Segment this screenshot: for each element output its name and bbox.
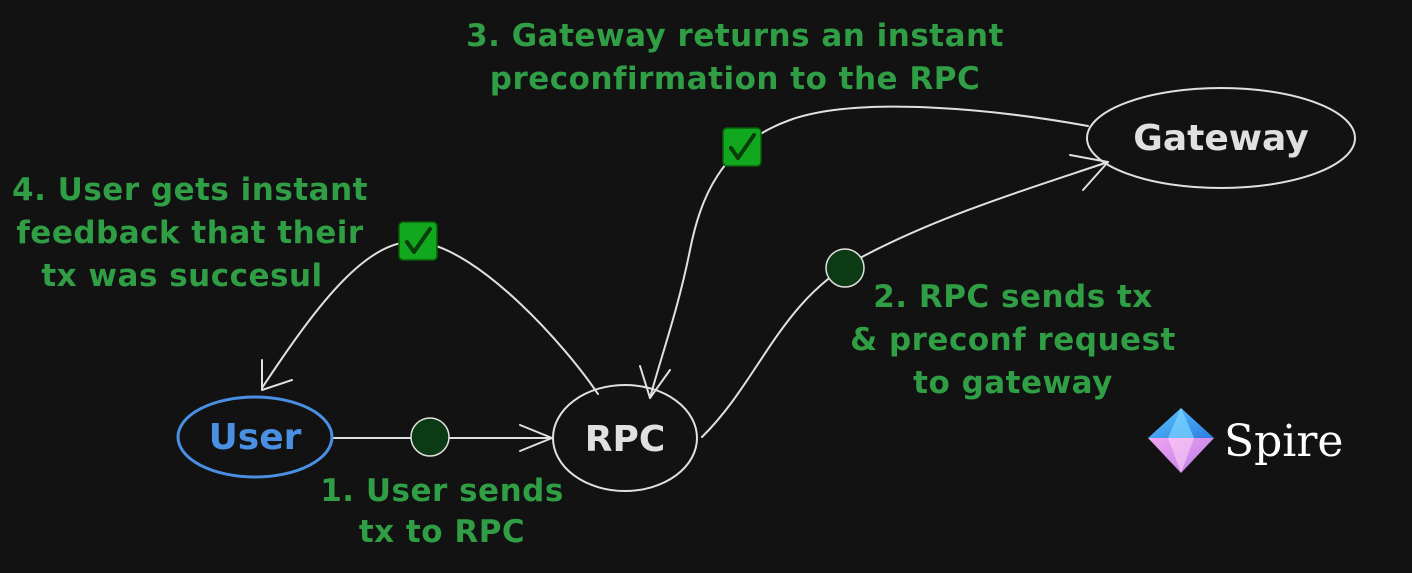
step-3-line-1: 3. Gateway returns an instant bbox=[466, 18, 1004, 54]
step-4-line-2: feedback that their bbox=[16, 215, 364, 251]
node-gateway: Gateway bbox=[1086, 87, 1356, 189]
step-3-line-2: preconfirmation to the RPC bbox=[490, 61, 980, 97]
step-4-line-1: 4. User gets instant bbox=[12, 172, 368, 208]
step-2-label: 2. RPC sends tx & preconf request to gat… bbox=[850, 279, 1176, 401]
check-icon bbox=[398, 221, 438, 261]
step-1-line-2: tx to RPC bbox=[359, 514, 525, 550]
step-4-label: 4. User gets instant feedback that their… bbox=[12, 172, 368, 294]
node-rpc-label: RPC bbox=[585, 419, 666, 460]
message-dot-icon bbox=[410, 417, 450, 457]
node-user-label: User bbox=[209, 417, 302, 458]
diamond-logo-icon bbox=[1148, 408, 1214, 473]
spire-logo: Spire bbox=[1148, 408, 1343, 473]
step-3-label: 3. Gateway returns an instant preconfirm… bbox=[466, 18, 1004, 97]
step-2-line-3: to gateway bbox=[913, 365, 1113, 401]
step-4-line-3: tx was succesul bbox=[41, 258, 322, 294]
step-2-line-2: & preconf request bbox=[850, 322, 1176, 358]
step-1-label: 1. User sends tx to RPC bbox=[320, 473, 564, 550]
step-2-line-1: 2. RPC sends tx bbox=[873, 279, 1153, 315]
logo-wordmark: Spire bbox=[1224, 416, 1343, 467]
check-icon bbox=[722, 127, 762, 167]
message-dot-icon bbox=[825, 248, 865, 288]
node-user: User bbox=[176, 395, 334, 479]
node-gateway-label: Gateway bbox=[1133, 118, 1308, 159]
node-rpc: RPC bbox=[552, 384, 698, 492]
step-1-line-1: 1. User sends bbox=[320, 473, 564, 509]
